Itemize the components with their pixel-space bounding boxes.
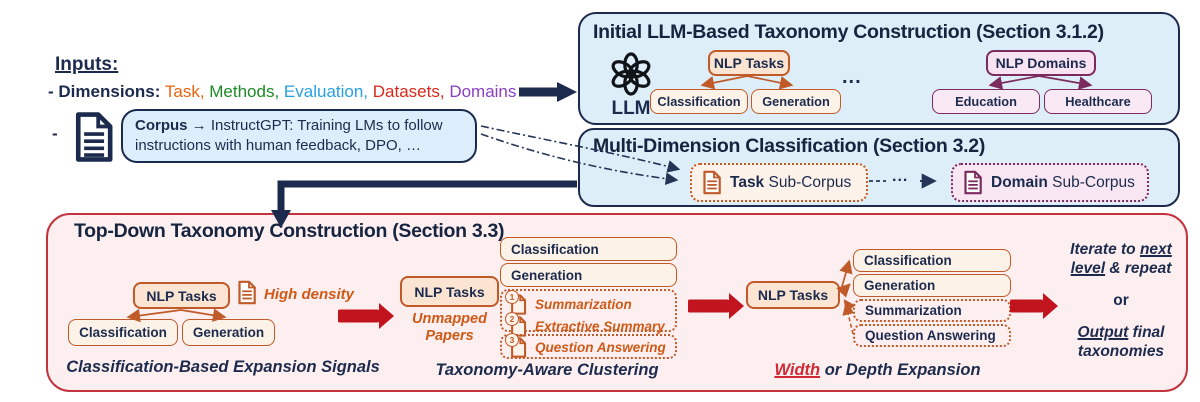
or-label: or <box>1113 291 1129 309</box>
iterate-line: Iterate to next level & repeat <box>1070 241 1172 277</box>
task-subcorpus-label: Task Sub-Corpus <box>730 173 852 191</box>
numbered-paper-icon: 3 <box>505 333 527 358</box>
domain-subcorpus-card: Domain Sub-Corpus <box>951 163 1149 202</box>
clustering-caption: Taxonomy-Aware Clustering <box>435 361 659 379</box>
high-density-label: High density <box>264 286 355 303</box>
generation-node: Generation <box>751 89 841 114</box>
unmapped-papers-label: Unmapped Papers <box>412 311 487 344</box>
mapped-generation-node: Generation <box>500 263 677 287</box>
cluster-item: 1 Summarization <box>505 290 675 315</box>
cluster-label: Extractive Summary <box>535 319 665 334</box>
corpus-label: Corpus <box>135 117 188 134</box>
task-paper-icon <box>703 170 721 195</box>
existing-generation-node: Generation <box>853 274 1011 297</box>
width-highlight: Width <box>774 361 821 379</box>
expansion-caption: Classification-Based Expansion Signals <box>66 358 380 376</box>
inputs-heading: Inputs: <box>55 54 119 75</box>
nlp-tasks-root-node: NLP Tasks <box>708 50 790 76</box>
dimension-methods: Methods, <box>209 82 284 101</box>
corpus-text: → InstructGPT: Training LMs to follow in… <box>135 117 443 154</box>
width-depth-caption: Width or Depth Expansion <box>774 361 981 379</box>
generation-node: Generation <box>182 319 275 346</box>
existing-classification-node: Classification <box>853 249 1011 272</box>
task-subcorpus-card: Task Sub-Corpus <box>690 163 868 202</box>
education-node: Education <box>932 89 1040 114</box>
outcome-text: Iterate to next level & repeat or Output… <box>1056 241 1186 362</box>
dimensions-line: - Dimensions: Task, Methods, Evaluation,… <box>48 82 516 102</box>
initial-section-title: Initial LLM-Based Taxonomy Construction … <box>593 21 1104 43</box>
corpus-card: Corpus → InstructGPT: Training LMs to fo… <box>121 109 477 163</box>
output-line: Output final taxonomies <box>1077 323 1165 360</box>
expansion-root-node: NLP Tasks <box>133 282 230 309</box>
dimension-datasets: Datasets, <box>372 82 450 101</box>
llm-label: LLM <box>611 98 651 119</box>
nlp-domains-root-node: NLP Domains <box>986 50 1096 76</box>
dimension-evaluation: Evaluation, <box>283 82 373 101</box>
dimension-domains: Domains <box>449 82 517 101</box>
numbered-paper-icon: 2 <box>505 312 527 337</box>
cluster-single-group: 3 Question Answering <box>500 333 677 359</box>
clustering-root-node: NLP Tasks <box>400 276 499 307</box>
numbered-paper-icon: 1 <box>505 290 527 315</box>
healthcare-node: Healthcare <box>1044 89 1152 114</box>
ellipsis: ... <box>892 168 909 185</box>
cluster-badge: 2 <box>505 312 519 326</box>
dimensions-label: Dimensions: <box>58 82 161 101</box>
ellipsis: ... <box>842 66 862 88</box>
domain-paper-icon <box>964 170 982 195</box>
cluster-label: Question Answering <box>535 340 666 355</box>
dimension-task: Task, <box>164 82 210 101</box>
classification-node: Classification <box>68 319 178 346</box>
topdown-section-title: Top-Down Taxonomy Construction (Section … <box>74 220 505 242</box>
cluster-label: Summarization <box>535 297 632 312</box>
cluster-badge: 3 <box>505 333 519 347</box>
dimensions-to-llm-arrow <box>519 82 577 102</box>
new-question-answering-node: Question Answering <box>853 324 1011 347</box>
new-summarization-node: Summarization <box>853 299 1011 322</box>
multi-section-title: Multi-Dimension Classification (Section … <box>593 135 986 157</box>
cluster-item: 3 Question Answering <box>505 333 675 358</box>
classification-node: Classification <box>650 89 748 114</box>
corpus-dash: - <box>52 124 58 143</box>
cluster-item: 2 Extractive Summary <box>505 312 675 337</box>
high-density-paper-icon <box>237 280 257 310</box>
corpus-document-icon <box>73 111 115 168</box>
dimensions-dash: - <box>48 82 54 101</box>
cluster-badge: 1 <box>505 290 519 304</box>
domain-subcorpus-label: Domain Sub-Corpus <box>991 173 1135 191</box>
multi-dimension-section: Multi-Dimension Classification (Section … <box>578 128 1180 207</box>
cluster-group: 1 Summarization 2 Extractive Summary <box>500 289 677 337</box>
width-depth-root-node: NLP Tasks <box>746 281 840 309</box>
openai-llm-icon <box>607 50 655 103</box>
mapped-classification-node: Classification <box>500 237 677 261</box>
initial-taxonomy-section: Initial LLM-Based Taxonomy Construction … <box>578 12 1180 125</box>
